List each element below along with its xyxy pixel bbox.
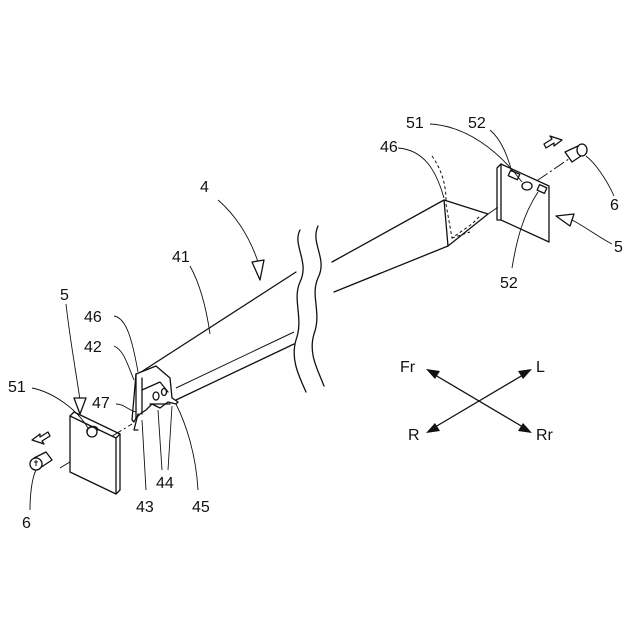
label-51-left: 51	[8, 379, 26, 396]
assembly-arrow-left-icon	[32, 432, 50, 444]
direction-label-r: R	[408, 427, 420, 444]
arrow-r-icon	[426, 423, 440, 433]
leader-plate-right	[572, 220, 612, 244]
leader-46-left	[114, 316, 138, 372]
bolt-right	[565, 144, 587, 162]
break-line-right	[312, 226, 324, 386]
label-47: 47	[92, 395, 110, 412]
beam-right-end-inner-hidden	[446, 204, 480, 238]
beam-left-lip-line	[176, 332, 294, 388]
label-41: 41	[172, 249, 190, 266]
plate-right	[497, 164, 549, 242]
leader-46-right-a	[398, 148, 444, 198]
leader-plate-left	[66, 304, 80, 400]
label-45: 45	[192, 499, 210, 516]
direction-label-l: L	[536, 359, 545, 376]
plate-left	[70, 412, 120, 494]
plate-right-hole	[522, 182, 532, 190]
label-4: 4	[200, 179, 209, 196]
label-6-left: 6	[22, 515, 31, 532]
break-line-left	[294, 230, 306, 392]
leader-beam	[218, 200, 258, 262]
bolt-left	[30, 452, 52, 470]
bolt-right-head	[577, 144, 587, 156]
label-51-right: 51	[406, 115, 424, 132]
beam-right-top-edge	[332, 200, 444, 262]
assembly-arrow-right-icon	[544, 136, 562, 148]
leader-44-a	[158, 410, 162, 470]
leader-43	[142, 420, 146, 490]
label-46-left: 46	[84, 309, 102, 326]
label-44: 44	[156, 475, 174, 492]
direction-indicator: Fr L R Rr	[400, 359, 554, 444]
leader-6-right	[586, 156, 614, 196]
direction-label-rr: Rr	[536, 427, 554, 444]
beam-left-top-edge	[138, 272, 296, 374]
arrow-fr-icon	[426, 369, 440, 379]
leader-6-left	[30, 470, 36, 510]
label-42: 42	[84, 339, 102, 356]
direction-label-fr: Fr	[400, 359, 416, 376]
arrow-l-icon	[518, 369, 532, 379]
leader-46-right-hidden	[432, 156, 446, 200]
leader-45	[176, 404, 198, 490]
leader-plate-left-arrowhead	[74, 398, 86, 414]
beam-left-bottom-edge	[176, 344, 294, 400]
leader-42	[114, 346, 134, 380]
label-43: 43	[136, 499, 154, 516]
leader-beam-arrowhead	[252, 260, 264, 280]
leader-plate-right-arrowhead	[556, 214, 574, 226]
beam-right-end-outline	[444, 200, 488, 246]
label-52-top: 52	[468, 115, 486, 132]
label-5-left: 5	[60, 287, 69, 304]
arrow-rr-icon	[518, 423, 532, 433]
label-5-right: 5	[614, 239, 623, 256]
label-46-right: 46	[380, 139, 398, 156]
leader-41	[190, 266, 210, 334]
label-52-bottom: 52	[500, 275, 518, 292]
leader-44-b	[168, 406, 172, 470]
label-6-right: 6	[610, 197, 619, 214]
beam-right-bottom-edge	[334, 246, 448, 292]
